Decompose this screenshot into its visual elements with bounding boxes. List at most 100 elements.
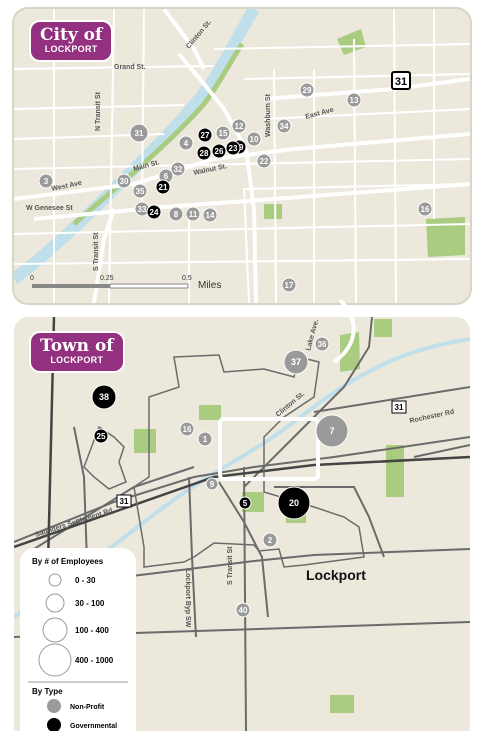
legend-size-circle-4 [38, 643, 72, 677]
town-marker-label-25: 25 [97, 432, 106, 441]
town-marker-5 [238, 496, 252, 510]
city-marker-label-6: 6 [164, 172, 169, 181]
town-marker-label-37: 37 [291, 357, 301, 367]
scale-unit: Miles [198, 280, 222, 291]
city-marker-23 [225, 140, 241, 156]
city-marker-label-30: 30 [120, 177, 129, 186]
town-marker-label-5: 5 [243, 499, 248, 508]
city-marker-26 [211, 143, 227, 159]
street-label-w-genesee: W Genesee St [26, 205, 73, 212]
city-marker-label-17: 17 [285, 281, 294, 290]
street-label-grand: Grand St. [114, 64, 146, 71]
svg-text:31: 31 [395, 403, 404, 412]
street-label-washburn: Washburn St [265, 93, 272, 137]
scale-tick-025: 0.25 [100, 275, 114, 282]
city-marker-label-22: 22 [260, 157, 269, 166]
city-marker-11 [185, 206, 201, 222]
legend-size-circle-2 [45, 593, 65, 613]
city-park [337, 29, 366, 55]
city-marker-10 [246, 131, 262, 147]
city-marker-label-15: 15 [219, 129, 228, 138]
town-marker-label-38: 38 [99, 392, 109, 402]
highway-31-shield-west: 31 [116, 494, 132, 508]
town-marker-1 [197, 431, 213, 447]
city-marker-label-32: 32 [174, 165, 183, 174]
city-marker-17 [281, 277, 297, 293]
city-title-sub: LOCKPORT [44, 44, 98, 54]
town-marker-25 [93, 428, 109, 444]
city-marker-32 [170, 161, 186, 177]
city-marker-label-23: 23 [229, 144, 238, 153]
town-marker-36 [314, 336, 330, 352]
legend-size-label-3: 100 - 400 [75, 626, 109, 635]
city-canal [14, 9, 260, 284]
city-extent-box [218, 417, 320, 481]
city-marker-label-24: 24 [150, 208, 159, 217]
town-marker-label-7: 7 [329, 426, 334, 436]
street-label-s-transit: S Transit St [93, 232, 100, 271]
scale-tick-05: 0.5 [182, 275, 192, 282]
city-marker-label-28: 28 [200, 149, 209, 158]
scale-bar [32, 283, 189, 289]
city-marker-label-3: 3 [44, 177, 49, 186]
town-marker-label-1: 1 [203, 435, 208, 444]
city-marker-21 [155, 179, 171, 195]
city-marker-27 [197, 127, 213, 143]
city-marker-label-33: 33 [138, 205, 147, 214]
city-title-badge: City of LOCKPORT [31, 22, 112, 60]
city-marker-label-12: 12 [235, 122, 244, 131]
svg-text:31: 31 [120, 497, 129, 506]
town-marker-7 [315, 414, 349, 448]
city-green-strip [72, 42, 245, 226]
city-marker-3 [38, 173, 54, 189]
city-marker-35 [132, 183, 148, 199]
city-marker-28 [196, 145, 212, 161]
city-marker-label-21: 21 [159, 183, 168, 192]
city-marker-31 [129, 123, 149, 143]
town-marker-16 [179, 421, 195, 437]
city-marker-label-8: 8 [174, 210, 179, 219]
legend-nonprofit-label: Non-Profit [70, 704, 105, 711]
street-label-lockport-byp: Lockport Byp SW [184, 569, 191, 628]
street-label-n-transit: N Transit St [95, 91, 102, 131]
highway-31-shield-east: 31 [391, 400, 407, 414]
city-title-main: City of [40, 25, 103, 45]
city-marker-label-16: 16 [421, 205, 430, 214]
town-marker-40 [235, 602, 251, 618]
legend-nonprofit-swatch [47, 699, 61, 713]
town-marker-label-9: 9 [210, 480, 215, 489]
city-markers: 2913314271512341910282623223263032135332… [38, 82, 433, 293]
city-marker-12 [231, 118, 247, 134]
city-marker-24 [146, 204, 162, 220]
city-marker-label-29: 29 [303, 86, 312, 95]
city-marker-16 [417, 201, 433, 217]
town-place-label: Lockport [306, 567, 366, 583]
legend-size-label-2: 30 - 100 [75, 599, 105, 608]
city-marker-22 [256, 153, 272, 169]
town-title-sub: LOCKPORT [50, 355, 104, 365]
legend-type-title: By Type [32, 687, 63, 696]
city-park [426, 217, 465, 257]
town-map: 31 31 Lake Ave. Clinton St. Rochester Rd… [14, 317, 470, 731]
scale-tick-0: 0 [30, 275, 34, 282]
town-marker-20 [277, 486, 311, 520]
street-label-town-s-transit: S Transit St [227, 546, 234, 585]
city-marker-label-31: 31 [135, 129, 144, 138]
legend-size-circle-1 [48, 573, 62, 587]
city-park [264, 204, 282, 219]
city-marker-label-4: 4 [184, 139, 189, 148]
city-marker-label-26: 26 [215, 147, 224, 156]
town-title-badge: Town of LOCKPORT [31, 333, 123, 371]
town-boundary-small [83, 425, 127, 490]
svg-text:31: 31 [395, 76, 407, 88]
city-marker-label-34: 34 [280, 122, 289, 131]
legend-governmental-swatch [47, 718, 61, 731]
city-marker-label-35: 35 [136, 187, 145, 196]
legend-size-label-4: 400 - 1000 [75, 656, 114, 665]
town-marker-37 [283, 349, 309, 375]
legend-size-label-1: 0 - 30 [75, 576, 96, 585]
city-marker-15 [215, 125, 231, 141]
city-marker-13 [346, 92, 362, 108]
legend-governmental-label: Governmental [70, 723, 117, 730]
